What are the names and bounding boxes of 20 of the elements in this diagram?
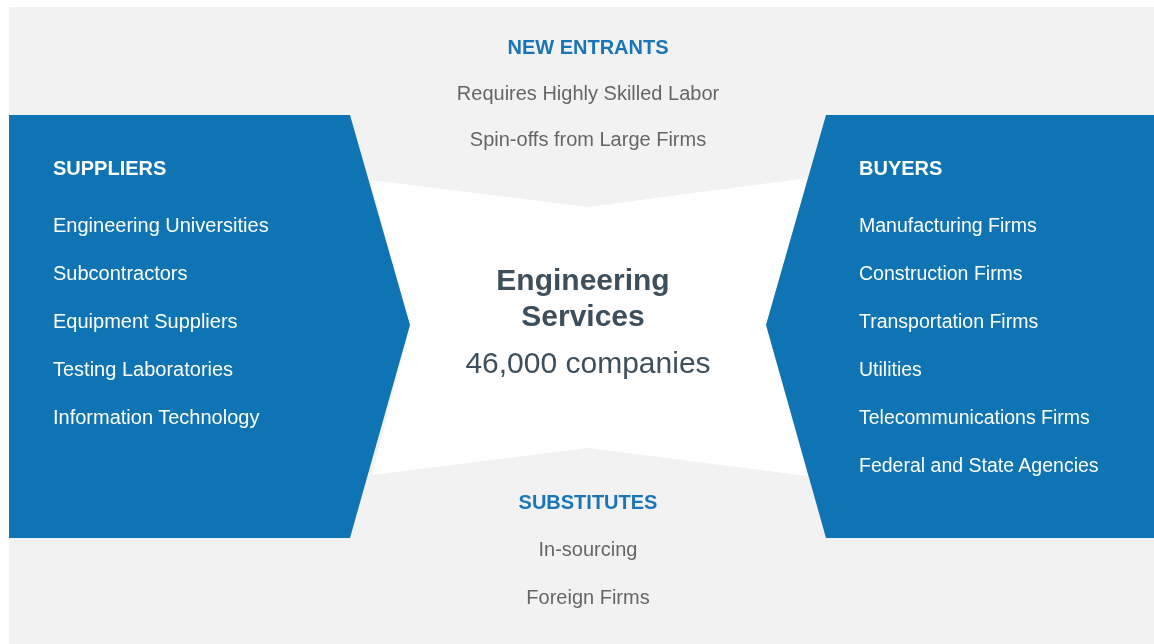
list-item: Subcontractors <box>53 261 188 286</box>
category-heading: SUPPLIERS <box>53 156 167 181</box>
list-item: Spin-offs from Large Firms <box>469 127 707 152</box>
category-heading: SUBSTITUTES <box>518 490 658 515</box>
list-item: Telecommunications Firms <box>859 405 1090 430</box>
list-item: Manufacturing Firms <box>859 213 1037 238</box>
list-item: Transportation Firms <box>859 309 1039 334</box>
list-item: In-sourcing <box>538 537 638 562</box>
list-item: Federal and State Agencies <box>859 453 1099 478</box>
list-item: Requires Highly Skilled Labor <box>456 81 720 106</box>
list-item: Engineering Universities <box>53 213 269 238</box>
list-item: Construction Firms <box>859 261 1023 286</box>
list-item: Foreign Firms <box>526 585 650 610</box>
list-item: Information Technology <box>53 405 260 430</box>
category-heading: NEW ENTRANTS <box>507 35 669 60</box>
category-heading: BUYERS <box>859 156 943 181</box>
list-item: Testing Laboratories <box>53 357 234 382</box>
list-item: Equipment Suppliers <box>53 309 238 334</box>
center-title: Engineering Services <box>495 262 671 334</box>
list-item: Utilities <box>859 357 922 382</box>
